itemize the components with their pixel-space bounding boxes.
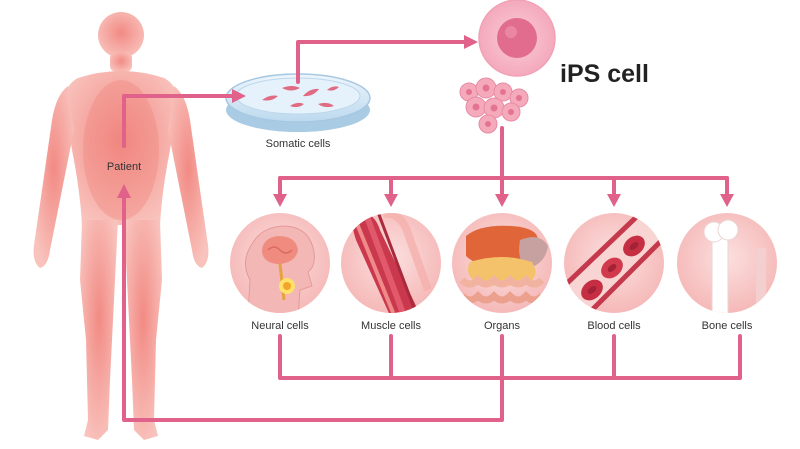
neural-cells-label: Neural cells xyxy=(251,320,309,332)
patient-label: Patient xyxy=(106,161,142,173)
neural-head-icon xyxy=(245,225,315,313)
somatic-cells-label: Somatic cells xyxy=(265,138,331,150)
target-circle-bone xyxy=(677,213,777,313)
arrowheads xyxy=(117,35,734,207)
arrow-to-organs xyxy=(495,194,509,207)
target-circle-blood xyxy=(564,213,664,313)
arrow-to-patient xyxy=(117,184,131,198)
arrow-to-neural xyxy=(273,194,287,207)
target-circle-organs xyxy=(452,213,552,313)
ips-cell-title: iPS cell xyxy=(560,60,649,88)
blood-vessel-icon xyxy=(564,213,664,313)
arrow-to-muscle xyxy=(384,194,398,207)
muscle-cells-label: Muscle cells xyxy=(361,320,421,332)
arrow-to-blood xyxy=(607,194,621,207)
bone-icon xyxy=(703,219,766,313)
arrow-to-bone xyxy=(720,194,734,207)
ips-cell-icon xyxy=(478,0,556,77)
organs-label: Organs xyxy=(483,320,521,332)
bone-cells-label: Bone cells xyxy=(701,320,753,332)
arrow-to-ips xyxy=(464,35,478,49)
organs-icon xyxy=(459,225,548,304)
target-circle-muscle xyxy=(341,213,441,313)
arrow-to-dish xyxy=(232,89,246,103)
target-circle-neural xyxy=(230,213,330,313)
petri-dish-icon xyxy=(225,73,371,132)
blood-cells-label: Blood cells xyxy=(587,320,641,332)
connector-lines xyxy=(122,40,742,422)
patient-body xyxy=(33,12,209,440)
